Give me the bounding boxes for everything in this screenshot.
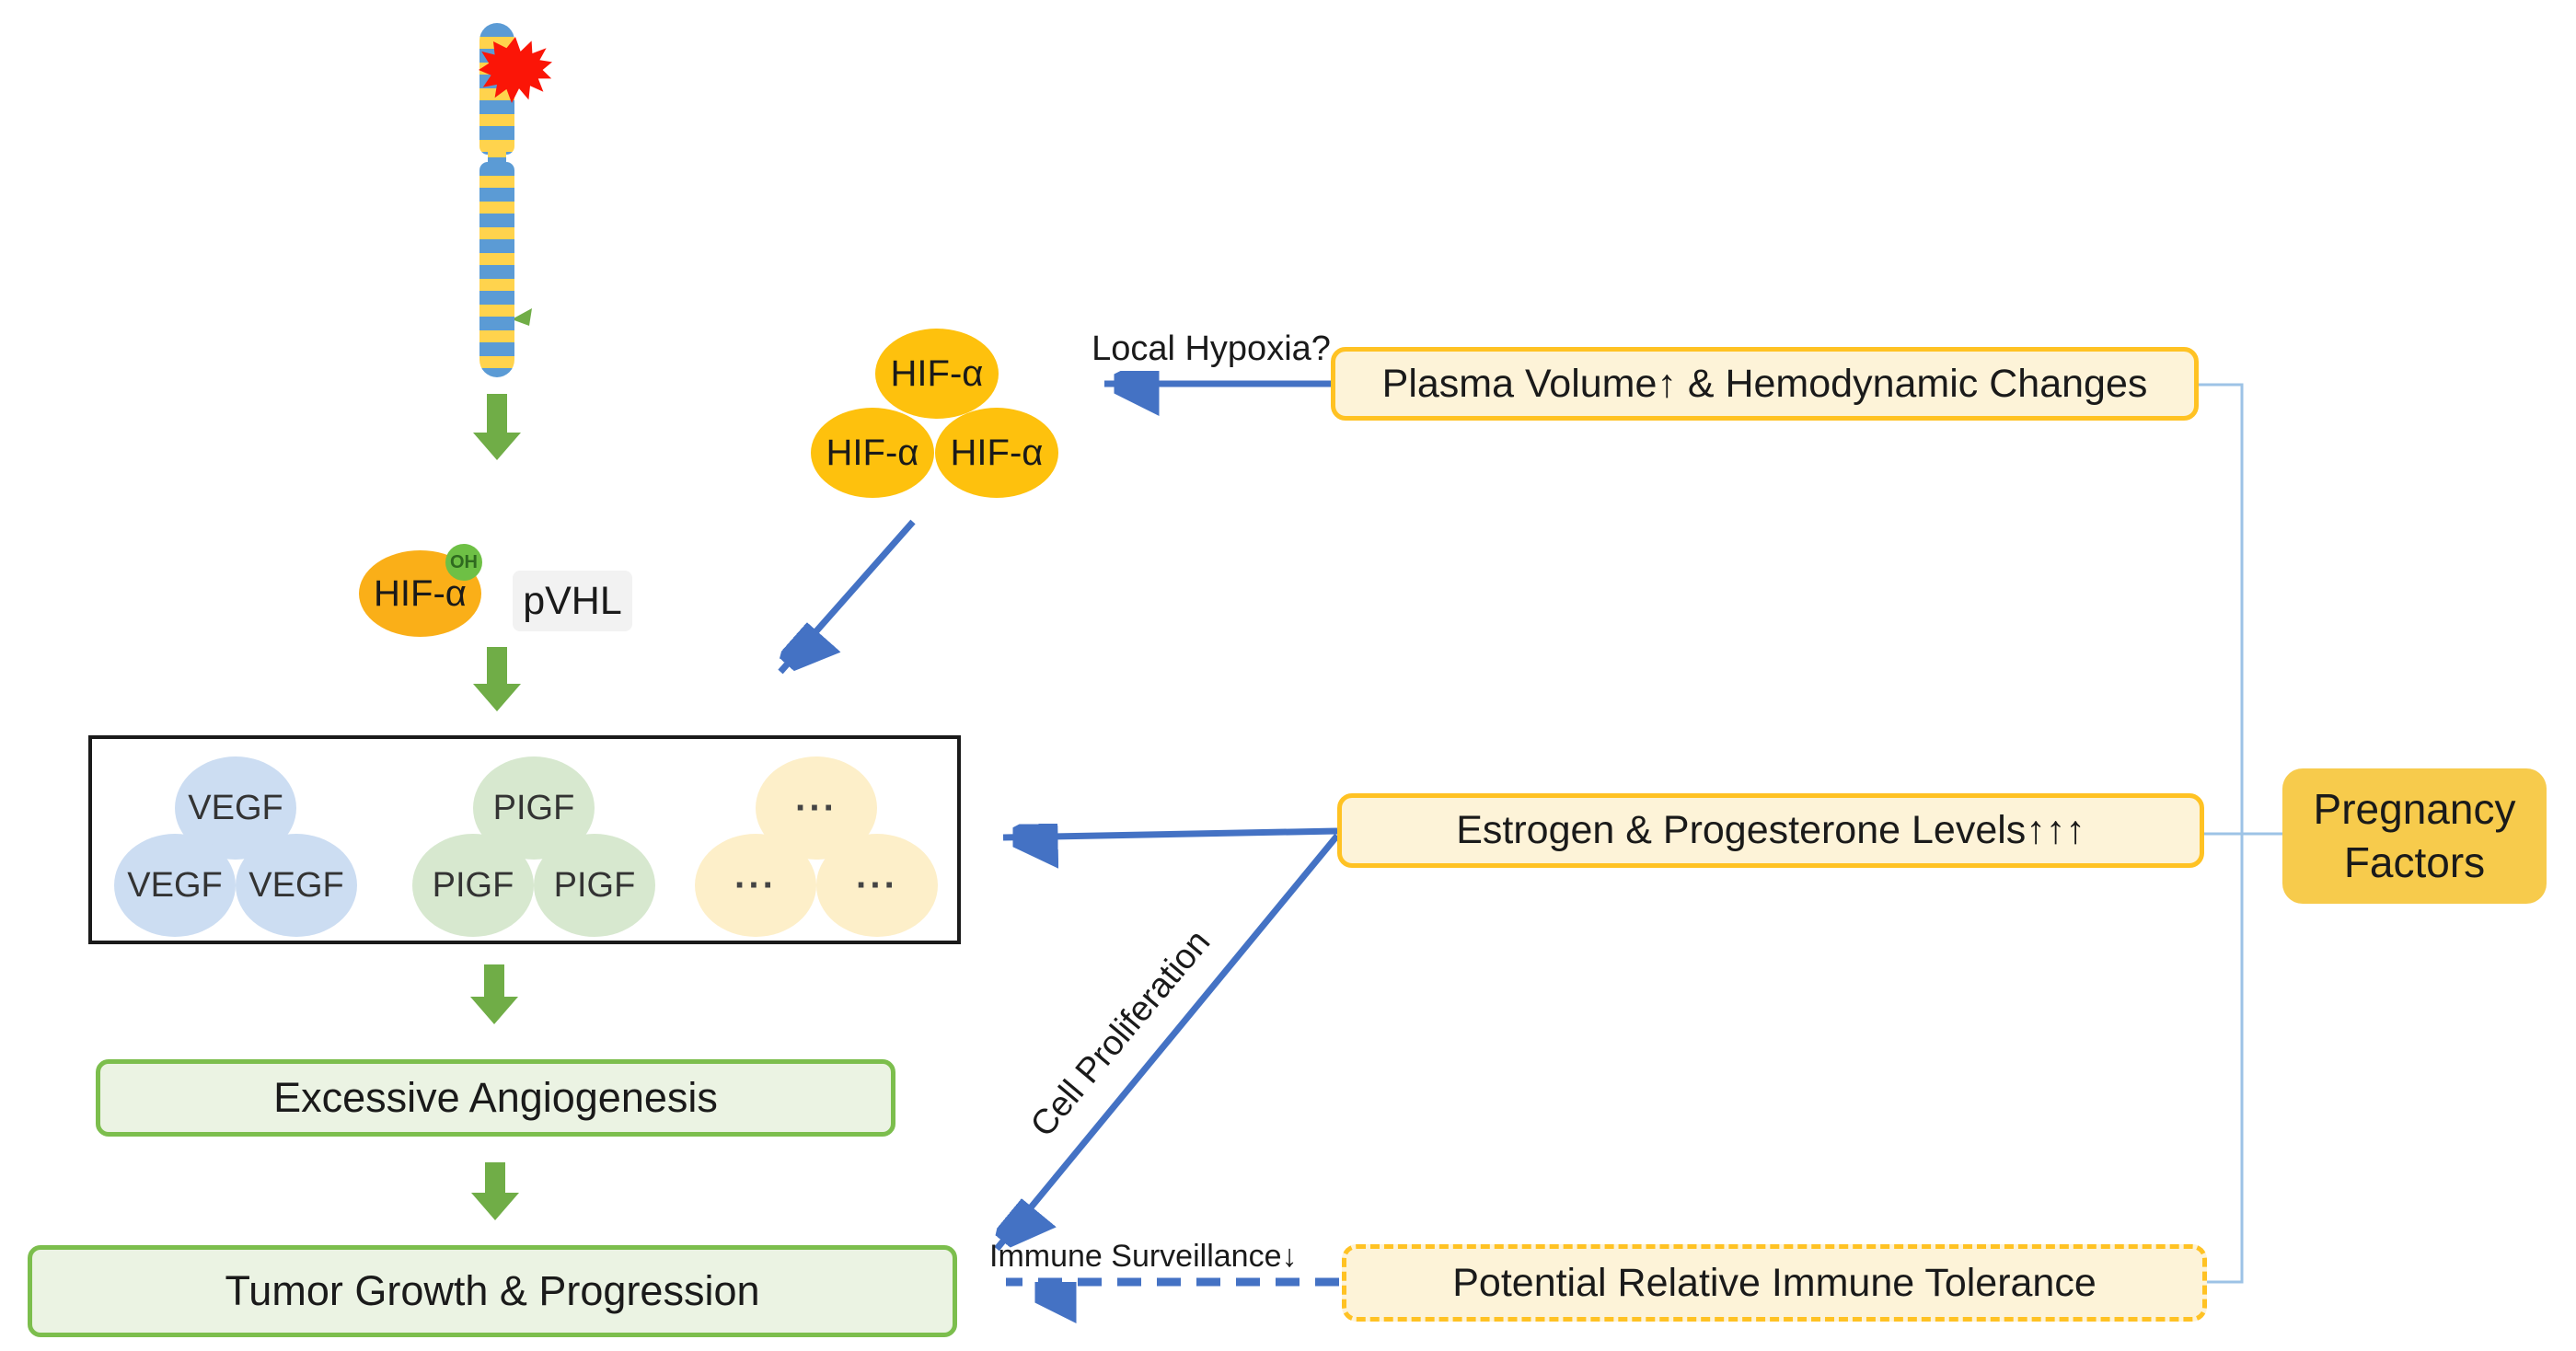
hif-cluster-label: HIF-α [890, 352, 984, 394]
pregnancy-factors-box: Pregnancy Factors [2282, 768, 2547, 904]
vegf-oval-right: VEGF [236, 834, 357, 937]
green-down-arrow-1 [473, 394, 521, 460]
green-down-arrow-2 [473, 647, 521, 711]
pigf-label: PIGF [492, 788, 575, 827]
hif-cluster-label: HIF-α [950, 432, 1044, 473]
pvhl-label: pVHL [523, 578, 622, 623]
arrow-estrogen-to-growth-factors [1002, 831, 1338, 837]
arrow-cell-proliferation [997, 833, 1340, 1249]
pvhl-box: pVHL [513, 571, 632, 631]
excessive-angiogenesis-box: Excessive Angiogenesis [96, 1059, 895, 1137]
pigf-label: PIGF [553, 865, 636, 905]
ellipsis-label: ··· [795, 787, 837, 828]
vegf-oval-left: VEGF [114, 834, 236, 937]
other-factors-oval-left: ··· [695, 834, 816, 937]
immune-surveillance-label: Immune Surveillance↓ [989, 1239, 1298, 1274]
pregnancy-factors-label: Pregnancy Factors [2313, 785, 2516, 886]
chromosome-bottom-arm [479, 162, 514, 377]
arrow-hif-to-growth-factors [780, 519, 916, 672]
plasma-volume-label: Plasma Volume↑ & Hemodynamic Changes [1381, 361, 2148, 406]
pigf-oval-right: PIGF [534, 834, 655, 937]
immune-tolerance-box: Potential Relative Immune Tolerance [1342, 1244, 2207, 1322]
chromosome-annotation-arrow-icon [512, 308, 532, 326]
green-down-arrow-3 [470, 964, 518, 1024]
tumor-growth-label: Tumor Growth & Progression [225, 1267, 760, 1314]
hif-cluster-label: HIF-α [826, 432, 919, 473]
oh-label: OH [450, 551, 478, 572]
pregnancy-connector-line [2199, 383, 2244, 1284]
pigf-label: PIGF [432, 865, 514, 905]
other-factors-oval-right: ··· [816, 834, 938, 937]
ellipsis-label: ··· [856, 864, 898, 906]
ellipsis-label: ··· [734, 864, 777, 906]
excessive-angiogenesis-label: Excessive Angiogenesis [273, 1074, 718, 1121]
vegf-label: VEGF [127, 865, 223, 905]
tumor-growth-box: Tumor Growth & Progression [28, 1245, 957, 1337]
pigf-oval-left: PIGF [412, 834, 534, 937]
estrogen-progesterone-label: Estrogen & Progesterone Levels↑↑↑ [1456, 808, 2085, 852]
plasma-volume-box: Plasma Volume↑ & Hemodynamic Changes [1331, 347, 2199, 421]
vegf-label: VEGF [248, 865, 344, 905]
chromosome-centromere [488, 149, 506, 166]
oh-hydroxyl-badge: OH [445, 544, 482, 581]
hif-cluster-oval-top: HIF-α [875, 329, 999, 419]
local-hypoxia-label: Local Hypoxia? [1092, 329, 1331, 368]
hif-alpha-label: HIF-α [374, 572, 467, 614]
cell-proliferation-label: Cell Proliferation [1022, 922, 1219, 1145]
hif-cluster-oval-left: HIF-α [811, 408, 934, 498]
immune-tolerance-label: Potential Relative Immune Tolerance [1452, 1260, 2097, 1305]
green-down-arrow-4 [471, 1162, 519, 1220]
estrogen-progesterone-box: Estrogen & Progesterone Levels↑↑↑ [1337, 793, 2204, 868]
vegf-label: VEGF [188, 788, 283, 827]
hif-cluster-oval-right: HIF-α [935, 408, 1058, 498]
